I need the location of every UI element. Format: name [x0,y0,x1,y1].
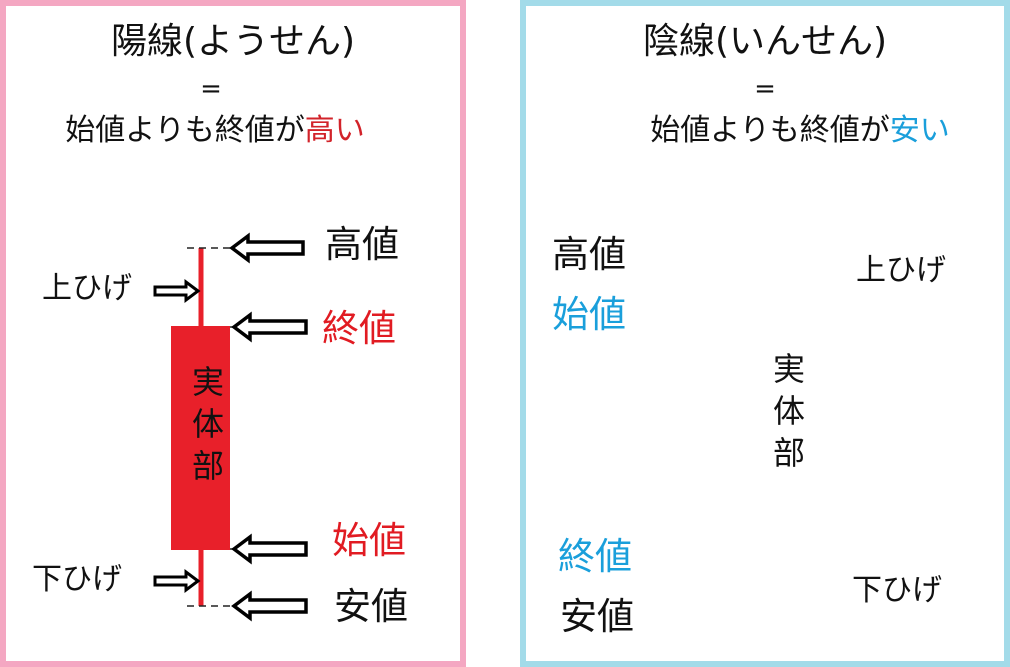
yang-lower-shadow-arrow-icon [153,569,201,593]
yang-body-rect [171,326,230,550]
yang-description: 始値よりも終値が高い [0,114,430,148]
yang-open-label: 始値 [332,519,406,562]
yin-low-label: 安値 [560,595,634,638]
yin-high-label: 高値 [552,233,626,276]
yin-open-label: 始値 [552,293,626,336]
yang-body-label: 実体部 [187,365,225,491]
yang-close-label: 終値 [322,307,396,350]
yang-lower-shadow-label: 下ひげ [32,562,122,597]
yin-close-label: 終値 [558,535,632,578]
yang-panel [0,0,466,667]
yin-title: 陰線(いんせん) [642,21,888,62]
yang-upper-shadow-arrow-icon [153,279,201,303]
yang-description-prefix: 始値よりも終値が [65,113,305,148]
yin-upper-shadow-label: 上ひげ [856,253,946,288]
yin-body-label: 実体部 [768,352,806,478]
yin-description-prefix: 始値よりも終値が [650,113,890,148]
yin-panel [520,0,1010,667]
yin-lower-shadow-label: 下ひげ [852,573,942,608]
yang-close-arrow-icon [231,311,308,343]
yin-description: 始値よりも終値が安い [520,114,1010,148]
yang-high-arrow-icon [229,232,305,264]
yang-equals: = [200,74,222,104]
yang-upper-shadow-label: 上ひげ [42,271,132,306]
yang-description-highlight: 高い [304,113,365,148]
yin-description-highlight: 安い [889,113,950,148]
yang-low-label: 安値 [334,585,408,628]
yang-low-arrow-icon [231,590,308,622]
yin-equals: = [754,74,776,104]
yang-high-label: 高値 [325,223,399,266]
yang-title: 陽線(ようせん) [110,21,356,62]
yang-open-arrow-icon [231,533,308,565]
